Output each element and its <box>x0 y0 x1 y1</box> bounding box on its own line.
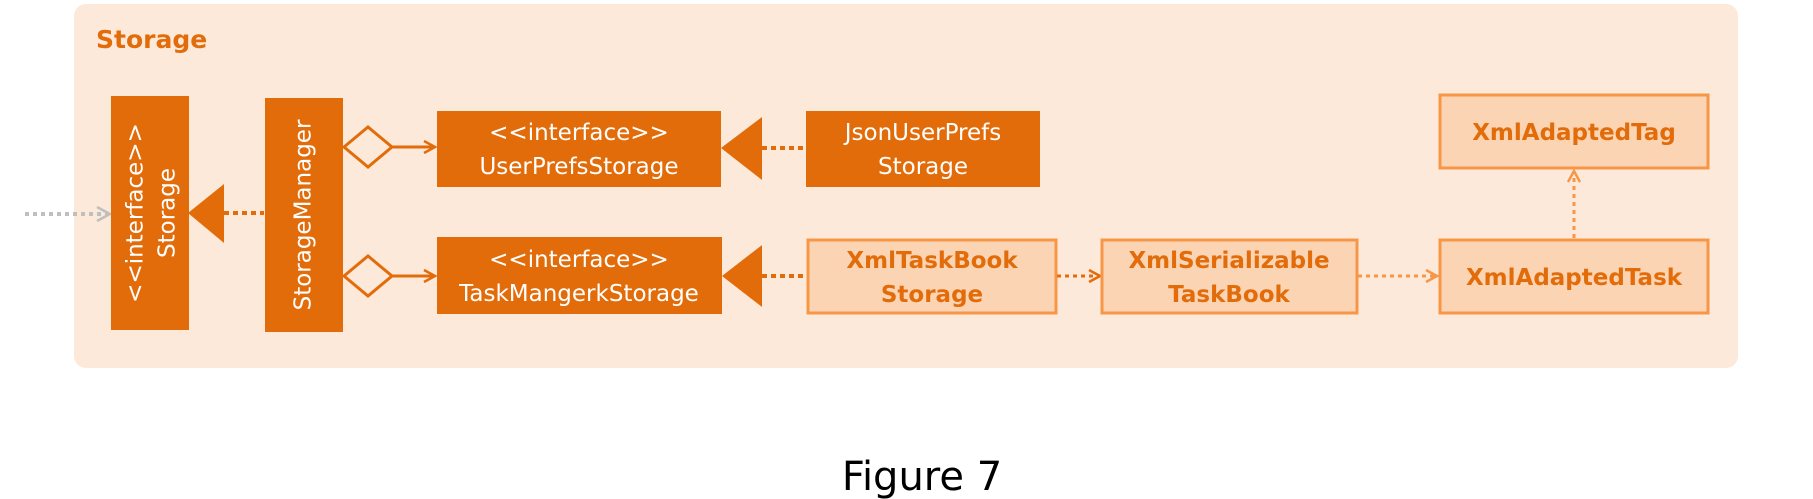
user-prefs-name: UserPrefsStorage <box>479 154 678 180</box>
xml-serializable-line1: XmlSerializable <box>1128 248 1329 274</box>
storage-manager-name: StorageManager <box>291 119 317 310</box>
storage-name: Storage <box>155 168 181 258</box>
xml-task-book-line2: Storage <box>881 282 983 308</box>
realization-head-userprefs <box>721 117 762 180</box>
task-manager-name: TaskMangerkStorage <box>458 281 699 307</box>
xml-serializable-task-book-box: XmlSerializable TaskBook <box>1100 238 1359 315</box>
xml-task-book-storage-box: XmlTaskBook Storage <box>806 238 1058 315</box>
package-title: Storage <box>96 25 207 54</box>
json-user-prefs-line1: JsonUserPrefs <box>843 120 1002 146</box>
storage-interface-box: <<interface>> Storage <box>111 96 189 330</box>
xml-adapted-tag-name: XmlAdaptedTag <box>1472 120 1676 146</box>
task-manager-stereotype: <<interface>> <box>489 247 669 273</box>
storage-stereotype: <<interface>> <box>123 123 149 303</box>
xml-adapted-tag-box: XmlAdaptedTag <box>1438 93 1710 170</box>
figure-caption: Figure 7 <box>842 454 1002 499</box>
realization-head-taskmanager <box>722 245 762 307</box>
realization-head-storage <box>188 184 224 243</box>
xml-task-book-line1: XmlTaskBook <box>846 248 1018 274</box>
user-prefs-stereotype: <<interface>> <box>489 120 669 146</box>
xml-serializable-line2: TaskBook <box>1168 282 1290 308</box>
user-prefs-storage-box: <<interface>> UserPrefsStorage <box>437 111 721 187</box>
task-manager-storage-box: <<interface>> TaskMangerkStorage <box>437 237 722 314</box>
xml-adapted-task-box: XmlAdaptedTask <box>1438 238 1710 315</box>
storage-manager-box: StorageManager <box>265 98 343 332</box>
json-user-prefs-storage-box: JsonUserPrefs Storage <box>806 111 1040 187</box>
xml-adapted-task-name: XmlAdaptedTask <box>1466 265 1683 291</box>
json-user-prefs-line2: Storage <box>878 154 968 180</box>
